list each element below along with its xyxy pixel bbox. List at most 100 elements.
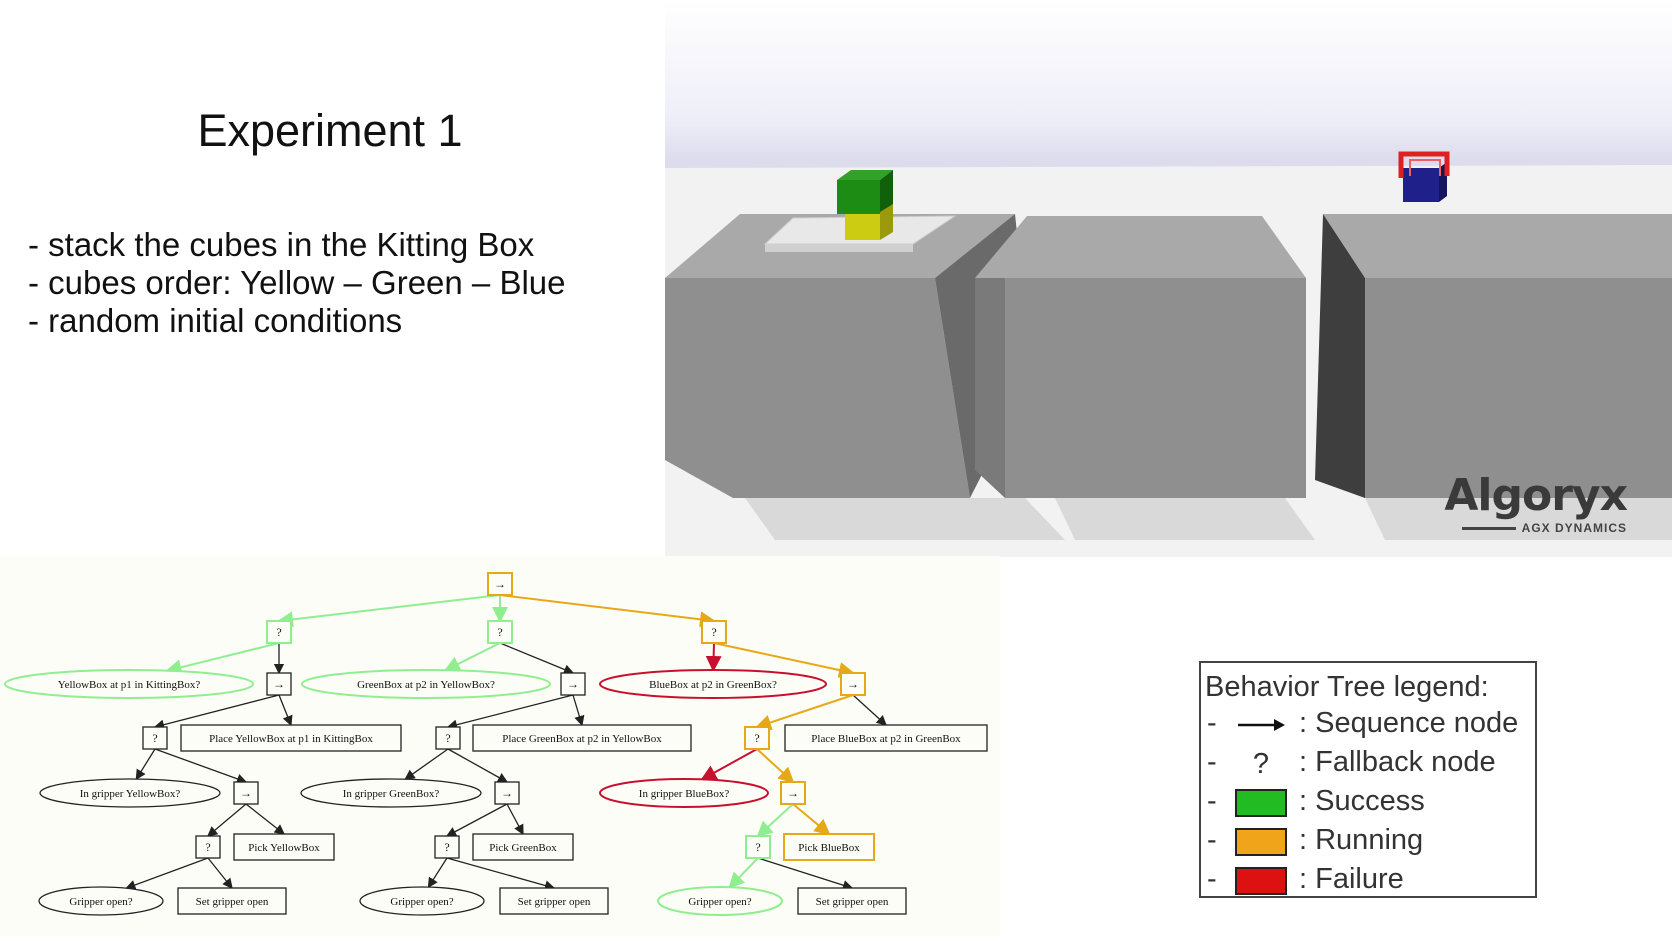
sequence-node: → (266, 672, 292, 696)
tree-edge (756, 803, 794, 838)
legend-item-failure: - : Failure (1207, 863, 1404, 895)
legend-item-running: - : Running (1207, 824, 1424, 856)
sequence-node: → (560, 672, 586, 696)
node-label: ? (152, 731, 157, 745)
sequence-node: → (487, 572, 513, 596)
behavior-tree-diagram: →??? YellowBox at p1 in KittingBox? → Green… (0, 556, 1000, 936)
bullet-item: - cubes order: Yellow – Green – Blue (28, 264, 566, 301)
condition-node: Gripper open? (657, 886, 783, 916)
action-node: Place BlueBox at p2 in GreenBox (784, 724, 988, 752)
slide-title: Experiment 1 (197, 105, 463, 156)
tree-edge (404, 748, 449, 780)
sequence-node: → (840, 672, 866, 696)
tree-edge (755, 694, 854, 731)
node-label: ? (754, 731, 759, 745)
bullet-item: - stack the cubes in the Kitting Box (28, 226, 535, 263)
sequence-node: → (494, 781, 520, 805)
node-shape (301, 669, 551, 699)
node-label: ? (445, 731, 450, 745)
fallback-node: ? (745, 835, 771, 859)
action-node: Set gripper open (797, 887, 907, 915)
success-swatch (1235, 789, 1287, 817)
node-shape (472, 833, 574, 861)
node-label: Gripper open? (390, 896, 453, 908)
node-shape (745, 835, 771, 859)
tree-edge (506, 803, 524, 836)
simulation-view: Algoryx AGX DYNAMICS (665, 0, 1672, 557)
block-side (1315, 214, 1365, 498)
node-shape (233, 781, 259, 805)
node-shape (472, 724, 692, 752)
node-label: BlueBox at p2 in GreenBox? (649, 679, 777, 691)
tree-edge (153, 694, 280, 730)
node-shape (780, 781, 806, 805)
node-shape (266, 672, 292, 696)
tree-edge (427, 857, 448, 889)
node-label: Place YellowBox at p1 in KittingBox (209, 733, 373, 745)
fallback-node: ? (434, 835, 460, 859)
node-shape (180, 724, 402, 752)
condition-node: YellowBox at p1 in KittingBox? (4, 669, 254, 699)
node-label: Set gripper open (816, 896, 889, 908)
condition-node: In gripper BlueBox? (599, 778, 769, 808)
condition-node: In gripper YellowBox? (39, 778, 221, 808)
tree-edge (207, 857, 233, 890)
tree-edge (447, 748, 509, 783)
shadow (1055, 498, 1315, 540)
node-label: → (240, 786, 252, 800)
fallback-node: ? (701, 620, 727, 644)
node-shape (177, 887, 287, 915)
tree-edge (446, 694, 574, 730)
node-label: ? (444, 840, 449, 854)
node-shape (744, 726, 770, 750)
behavior-tree-svg: →??? YellowBox at p1 in KittingBox? → Green… (4, 572, 988, 916)
node-shape (142, 726, 168, 750)
algoryx-logo: Algoryx AGX DYNAMICS (1444, 470, 1628, 535)
node-shape (266, 620, 292, 644)
node-shape (39, 778, 221, 808)
legend-title: Behavior Tree legend: (1205, 671, 1489, 703)
node-label: → (787, 786, 799, 800)
shadow (745, 498, 1065, 540)
condition-node: GreenBox at p2 in YellowBox? (301, 669, 551, 699)
action-node: Pick YellowBox (233, 833, 335, 861)
node-shape (195, 835, 221, 859)
node-shape (300, 778, 482, 808)
tree-edge (572, 694, 585, 727)
tree-edge (728, 857, 759, 889)
action-node: Place GreenBox at p2 in YellowBox (472, 724, 692, 752)
node-shape (784, 724, 988, 752)
green-cube (880, 170, 893, 212)
simulation-scene (665, 151, 1672, 557)
block-front (665, 278, 970, 498)
tree-edge (445, 803, 508, 837)
node-label: Set gripper open (196, 896, 269, 908)
tree-edge (852, 694, 887, 726)
node-label: ? (497, 625, 502, 639)
condition-node: In gripper GreenBox? (300, 778, 482, 808)
running-swatch (1235, 828, 1287, 856)
block-front (1005, 278, 1306, 498)
block-top (1323, 214, 1672, 278)
node-shape (499, 887, 609, 915)
condition-node: Gripper open? (38, 886, 164, 916)
bullet-item: - random initial conditions (28, 302, 403, 339)
fallback-node: ? (195, 835, 221, 859)
node-label: ? (205, 840, 210, 854)
node-shape (4, 669, 254, 699)
node-label: ? (755, 840, 760, 854)
fallback-node: ? (744, 726, 770, 750)
node-shape (38, 886, 164, 916)
node-shape (494, 781, 520, 805)
fallback-node: ? (266, 620, 292, 644)
fallback-node: ? (435, 726, 461, 750)
node-shape (487, 620, 513, 644)
node-label: In gripper GreenBox? (343, 788, 440, 800)
node-label: Pick YellowBox (248, 842, 320, 854)
node-shape (840, 672, 866, 696)
sequence-node: → (780, 781, 806, 805)
node-label: → (567, 677, 579, 691)
node-label: Gripper open? (688, 896, 751, 908)
tree-edge (277, 594, 501, 628)
logo-name: Algoryx (1444, 470, 1628, 521)
